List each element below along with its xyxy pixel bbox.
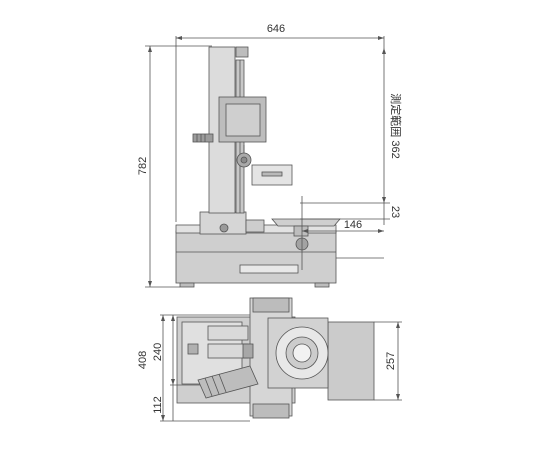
- measuring-arm-slot: [261, 171, 283, 177]
- column-top-cap: [235, 46, 249, 58]
- top-slide-b: [207, 343, 249, 359]
- top-side-knob: [242, 343, 254, 359]
- top-view: 408 240 112 257: [137, 297, 402, 422]
- dim-depth-112: 112: [152, 396, 164, 414]
- sample-table: [271, 218, 341, 227]
- dim-offset-146: 146: [344, 219, 362, 231]
- top-carriage-bottom: [252, 403, 290, 419]
- top-handle: [197, 365, 259, 399]
- column-base-cap: [245, 219, 265, 233]
- dim-height-782: 782: [137, 157, 149, 175]
- base-slot: [239, 264, 299, 274]
- dim-depth-408: 408: [137, 351, 149, 369]
- base-foot-left: [179, 282, 195, 288]
- dim-width-646: 646: [267, 23, 285, 35]
- dim-depth-240: 240: [152, 343, 164, 361]
- front-view: 646 782 測定範囲 362 23 146: [137, 23, 403, 288]
- top-slide-a: [207, 325, 249, 341]
- base-foot-right: [314, 282, 330, 288]
- base-block: [175, 230, 337, 284]
- dim-range-362: 測定範囲 362: [389, 93, 403, 158]
- head-window: [225, 103, 261, 137]
- top-table-plate: [327, 321, 375, 401]
- top-disc-inner: [292, 343, 312, 363]
- dim-depth-257: 257: [385, 352, 397, 370]
- top-carriage-top: [252, 297, 290, 313]
- column-base-knob: [219, 223, 229, 233]
- dim-gap-23: 23: [389, 206, 401, 218]
- head-handle: [192, 133, 214, 143]
- top-knob-small: [187, 343, 199, 355]
